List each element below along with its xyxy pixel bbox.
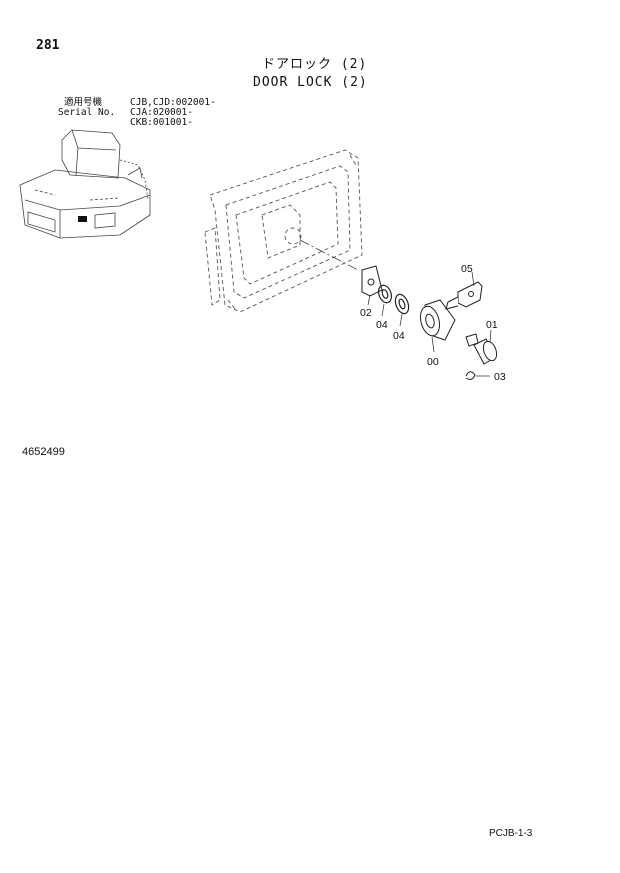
part-01-cylinder bbox=[465, 333, 498, 365]
callout-03: 03 bbox=[494, 371, 506, 383]
drawing-number: 4652499 bbox=[22, 446, 65, 458]
title-japanese: ドアロック (2) bbox=[262, 57, 368, 72]
page-code: PCJB-1-3 bbox=[489, 828, 533, 839]
door-panel bbox=[204, 149, 363, 313]
machine-illustration bbox=[19, 129, 151, 239]
callout-01: 01 bbox=[486, 319, 498, 331]
part-02-plate bbox=[361, 265, 383, 297]
serial-range-3: CKB:001001- bbox=[130, 117, 193, 128]
title-english: DOOR LOCK (2) bbox=[253, 75, 368, 90]
callout-04b: 04 bbox=[393, 330, 405, 342]
part-00-lock-body bbox=[419, 299, 456, 341]
callout-00: 00 bbox=[427, 356, 439, 368]
leader-lines bbox=[367, 271, 492, 377]
serial-label-japanese: 適用号機 bbox=[64, 97, 103, 108]
serial-range-2: CJA:020001- bbox=[130, 107, 193, 118]
serial-range-1: CJB,CJD:002001- bbox=[130, 97, 216, 108]
part-03-clip bbox=[465, 371, 476, 380]
page-number: 281 bbox=[36, 38, 60, 53]
part-05-cam bbox=[445, 281, 483, 310]
part-04-washer-b bbox=[394, 293, 410, 315]
callout-labels: 05 01 02 04 04 00 03 bbox=[360, 263, 506, 383]
part-04-washer-a bbox=[377, 284, 393, 304]
callout-04a: 04 bbox=[376, 319, 388, 331]
serial-label-english: Serial No. bbox=[58, 107, 116, 118]
callout-02: 02 bbox=[360, 307, 372, 319]
callout-05: 05 bbox=[461, 263, 473, 275]
